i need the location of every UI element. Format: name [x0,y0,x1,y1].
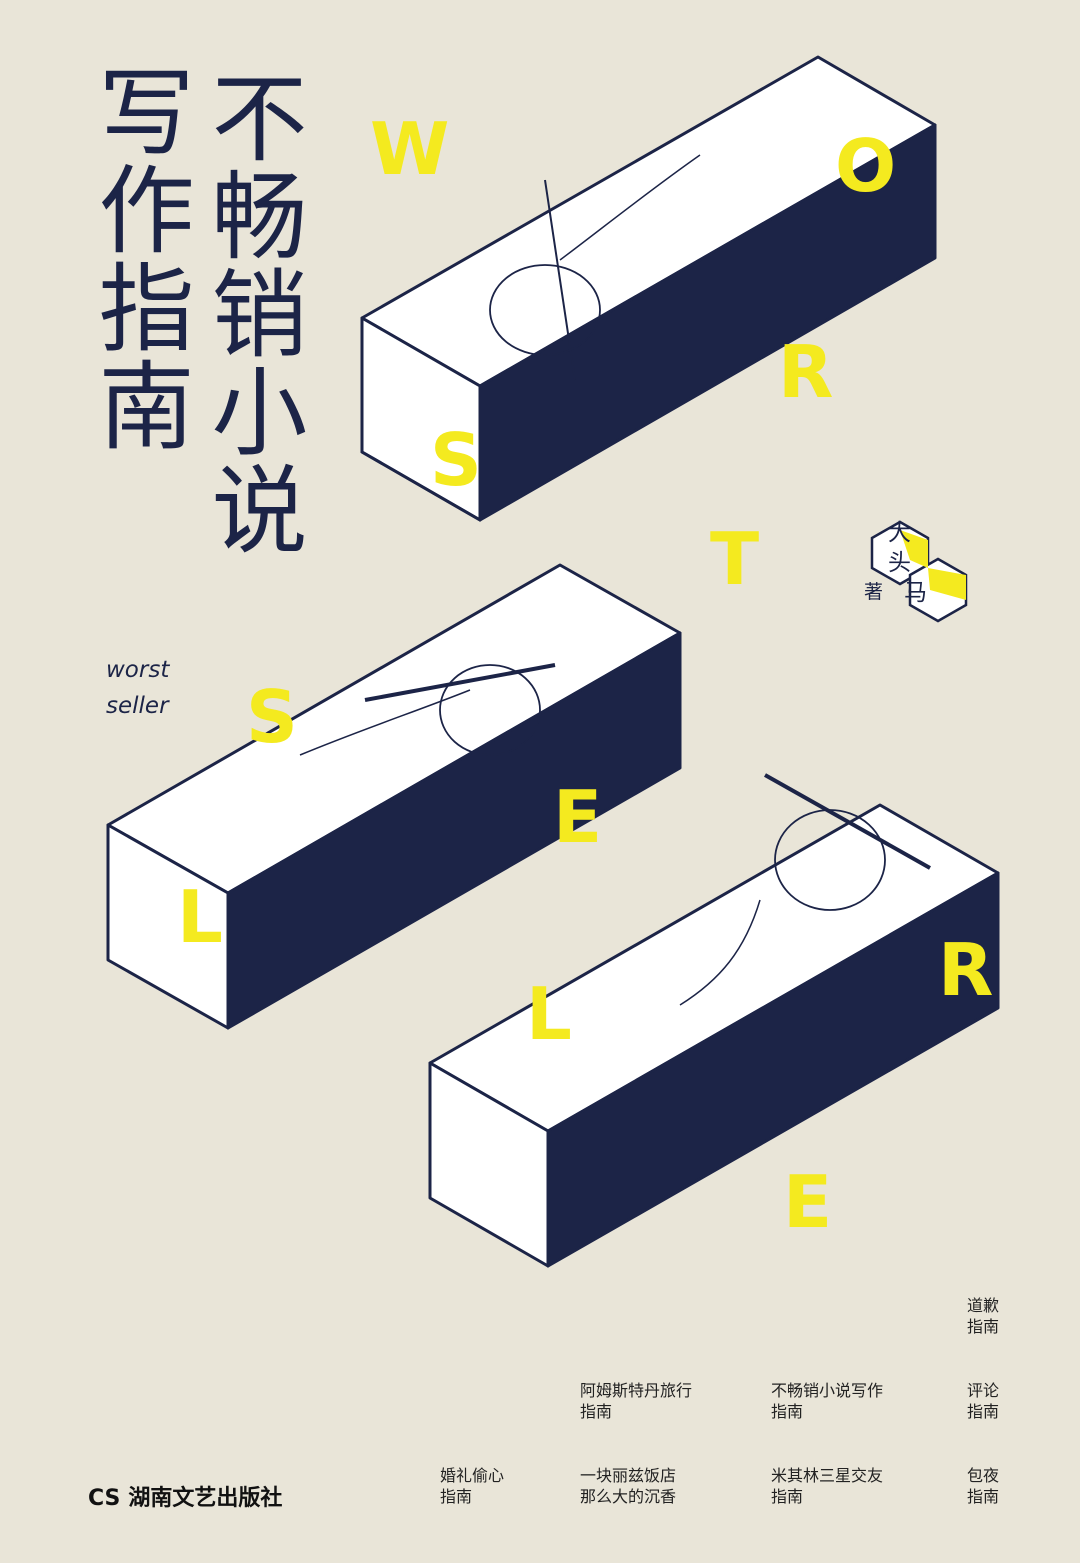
block-1 [360,55,937,522]
guide-wedding: 婚礼偷心 指南 [440,1466,505,1506]
author-char-3: 马 [904,580,927,606]
letter-r: R [778,330,834,414]
guide-amsterdam: 阿姆斯特丹旅行 指南 [580,1381,693,1421]
title-line-1: 写作指南 [82,62,194,454]
subtitle-line-1: worst [106,657,170,683]
author-char-1: 大 [888,520,911,546]
letter-e: E [783,1160,833,1244]
letter-s: S [246,675,298,759]
letter-l: L [177,875,223,959]
guide-worst-seller: 不畅销小说写作 指南 [771,1381,884,1421]
letter-w: W [370,107,450,191]
guide-review: 评论 指南 [967,1381,1000,1421]
guide-apology: 道歉 指南 [967,1296,1000,1336]
author-hexagon-badge [870,520,968,623]
subtitle-line-2: seller [106,693,169,719]
letter-s: S [430,418,482,502]
guide-night: 包夜 指南 [967,1466,1000,1506]
subtitle: worst seller [106,652,169,724]
publisher-logo: CS [88,1486,121,1511]
letter-o: O [835,124,897,208]
publisher-name: 湖南文艺出版社 [128,1485,283,1511]
guide-ritz: 一块丽兹饭店 那么大的沉香 [580,1466,677,1506]
author-char-2: 头 [888,550,911,576]
letter-e: E [553,775,603,859]
author-role: 著 [864,581,884,603]
block-2 [106,563,682,1030]
block-3 [428,773,1000,1268]
title-line-2: 不畅销小说 [195,68,307,558]
publisher: CS 湖南文艺出版社 [88,1480,282,1512]
letter-t: T [710,517,760,601]
guide-michelin: 米其林三星交友 指南 [771,1466,884,1506]
letter-r: R [938,928,994,1012]
letter-l: L [526,972,572,1056]
